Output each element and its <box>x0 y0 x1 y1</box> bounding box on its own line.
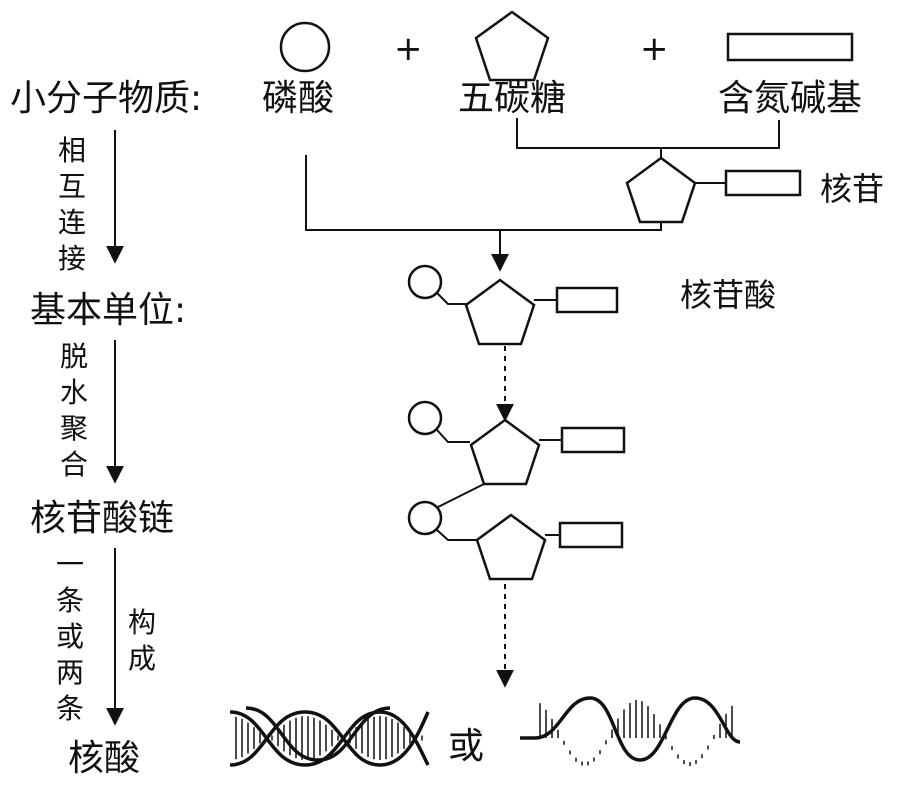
svg-text:互: 互 <box>58 170 86 203</box>
label-phosphate: 磷酸 <box>262 78 334 119</box>
level-small-molecules: 小分子物质: <box>10 78 202 119</box>
pentose-pentagon-icon <box>474 10 550 82</box>
svg-text:接: 接 <box>58 242 86 275</box>
label-pentose: 五碳糖 <box>458 78 566 119</box>
process-count: 一 条 或 两 条 <box>56 548 84 725</box>
svg-text:合: 合 <box>60 448 88 481</box>
svg-text:水: 水 <box>60 376 88 409</box>
phosphate-circle-icon <box>407 264 443 300</box>
svg-text:条: 条 <box>56 692 84 725</box>
svg-text:两: 两 <box>56 656 84 689</box>
svg-text:脱: 脱 <box>60 340 88 373</box>
nucleotide-structure <box>407 264 619 346</box>
phosphate-circle-icon <box>407 400 443 436</box>
label-nucleoside: 核苷 <box>820 170 884 208</box>
nitrogenous-base-rect-icon <box>724 169 802 197</box>
pentose-pentagon-icon <box>464 278 536 346</box>
double-helix-icon <box>229 706 430 767</box>
single-strand-icon <box>520 696 741 766</box>
pentose-pentagon-icon <box>475 513 547 581</box>
pentose-pentagon-icon <box>469 418 541 486</box>
svg-text:条: 条 <box>56 584 84 617</box>
nitrogenous-base-rect-icon <box>555 286 619 314</box>
sugar-base-join-lines <box>516 118 780 158</box>
phosphate-circle-icon <box>279 21 331 73</box>
nucleotide-chain-structure <box>407 400 626 581</box>
plus-sign: + <box>640 29 669 69</box>
svg-text:成: 成 <box>128 642 156 675</box>
label-nucleotide: 核苷酸 <box>680 276 776 314</box>
level-basic-unit: 基本单位: <box>30 290 186 331</box>
svg-text:聚: 聚 <box>60 412 88 445</box>
level-chain: 核苷酸链 <box>30 498 174 539</box>
nitrogenous-base-rect-icon <box>726 32 854 62</box>
svg-text:连: 连 <box>58 206 86 239</box>
process-connect: 相 互 连 接 <box>58 134 86 275</box>
label-or: 或 <box>448 726 484 767</box>
nitrogenous-base-rect-icon <box>560 426 626 454</box>
pentose-pentagon-icon <box>625 156 697 224</box>
nitrogenous-base-rect-icon <box>558 521 624 549</box>
plus-sign: + <box>394 29 423 69</box>
process-compose: 构 成 <box>128 606 156 675</box>
svg-text:或: 或 <box>56 620 84 653</box>
svg-text:相: 相 <box>58 134 86 167</box>
svg-text:构: 构 <box>128 606 156 639</box>
nucleoside-structure <box>625 156 802 224</box>
label-base: 含氮碱基 <box>718 78 862 119</box>
level-nucleic-acid: 核酸 <box>68 738 140 779</box>
nucleotide-formation-lines <box>305 155 662 272</box>
svg-text:一: 一 <box>56 548 84 581</box>
phosphate-circle-icon <box>407 500 443 536</box>
process-dehydration: 脱 水 聚 合 <box>60 340 88 481</box>
